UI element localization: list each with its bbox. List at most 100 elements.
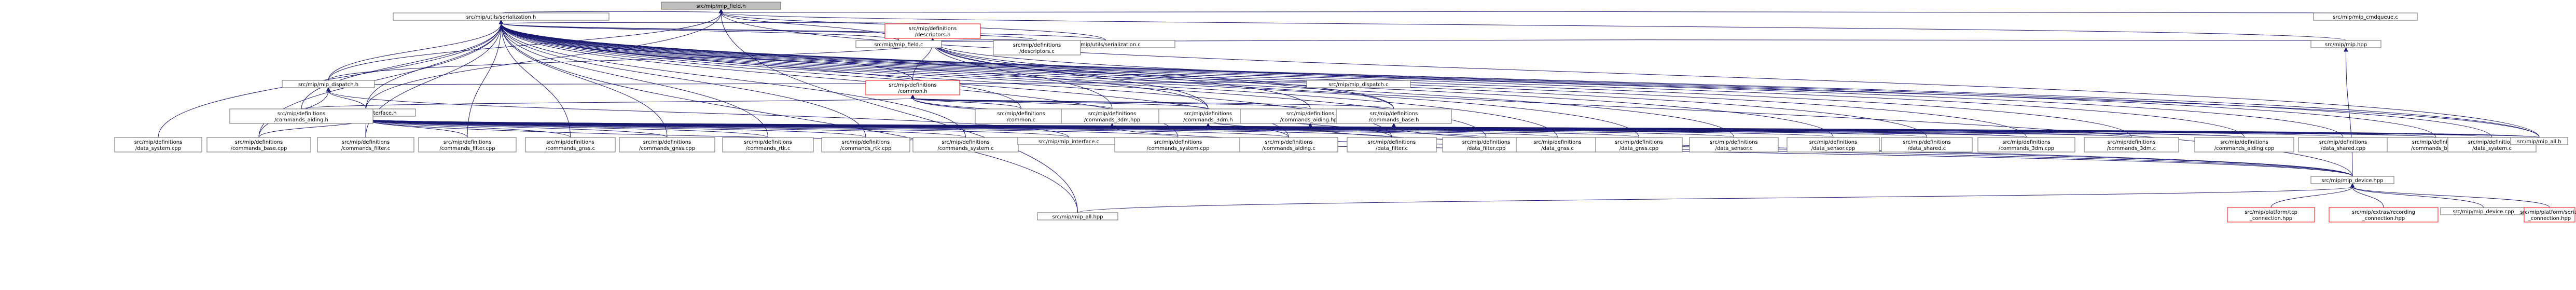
include-edge-cmd_aiding_h-to-ser_h [301,23,502,109]
file-node-dispatch-c[interactable]: src/mip/mip_dispatch.c [1306,80,1411,88]
file-node-label: src/mip/utils/serialization.h [466,15,536,20]
file-node-cmd-aiding-c[interactable]: src/mip/definitions/commands_aiding.c [1239,137,1338,153]
file-node-label: src/mip/mip_device.hpp [2321,178,2383,184]
file-node-box [2329,207,2439,223]
file-node-mip-all-h[interactable]: src/mip/mip_all.h [2510,137,2568,145]
file-node-box [206,137,311,153]
file-node-label: /data_sensor.c [1715,146,1753,151]
file-node-dispatch-h[interactable]: src/mip/mip_dispatch.h [282,80,375,88]
file-node-label: /data_shared.c [1908,146,1946,151]
file-node-device-hpp[interactable]: src/mip/mip_device.hpp [2310,176,2394,184]
file-node-descr-h[interactable]: src/mip/definitions/descriptors.h [884,23,981,39]
file-node-label: src/mip/definitions [1615,140,1663,145]
include-edge-cmd_3dm_cpp-to-cmd_3dm_hpp [1112,126,2027,138]
file-node-box [2227,207,2315,223]
file-node-cmd-gnss-cpp[interactable]: src/mip/definitions/commands_gnss.cpp [619,137,715,153]
file-node-data-shared-c[interactable]: src/mip/definitions/data_shared.c [1881,137,1973,153]
file-node-cmdq[interactable]: src/mip/mip_cmdqueue.c [2313,12,2418,21]
file-node-common-c[interactable]: src/mip/definitions/common.c [975,108,1068,124]
include-edge-data_sensor_cpp-to-ser_h [501,23,1834,138]
include-edge-cmd_system_c-to-ser_h [501,23,966,138]
file-node-box [884,23,981,39]
file-node-cmd-rtk-c[interactable]: src/mip/definitions/commands_rtk.c [722,137,814,153]
file-node-label: /data_gnss.cpp [1619,146,1658,151]
file-node-label: /commands_base.cpp [231,146,287,151]
include-edge-cmd_base_c-to-ser_h [501,23,2436,138]
file-node-root[interactable]: src/mip/mip_field.h [661,2,781,10]
include-edge-data_system_cpp-to-ser_h [158,23,502,138]
file-node-data-filter-cpp[interactable]: src/mip/definitions/data_filter.cpp [1442,137,1530,153]
file-node-label: src/mip/mip_all.hpp [1052,214,1103,220]
file-node-data-system-cpp[interactable]: src/mip/definitions/data_system.cpp [114,137,202,153]
include-edge-cmd_filter_c-to-ser_h [365,23,502,138]
arrowhead-device_hpp-to-mip_hpp [2344,47,2348,52]
file-node-cmd-3dm-c[interactable]: src/mip/definitions/commands_3dm.c [2084,137,2179,153]
file-node-box [1786,137,1880,153]
include-edge-cmd_gnss_c-to-iface_h [366,119,571,138]
include-edge-data_sensor_c-to-ser_h [501,23,1734,138]
file-node-label: src/mip/definitions [2319,140,2367,145]
file-node-cmd-base-cpp[interactable]: src/mip/definitions/commands_base.cpp [206,137,311,153]
file-node-label: /commands_system.c [937,146,993,151]
file-node-cmd-filter-cpp[interactable]: src/mip/definitions/commands_filter.cpp [418,137,517,153]
file-node-rec-hpp[interactable]: src/mip/extras/recording_connection.hpp [2329,207,2439,223]
file-node-box [855,40,942,48]
file-node-device-cpp[interactable]: src/mip/mip_device.cpp [2440,207,2527,215]
file-node-data-gnss-c[interactable]: src/mip/definitions/data_gnss.c [1516,137,1599,153]
file-node-data-sensor-cpp[interactable]: src/mip/definitions/data_sensor.cpp [1786,137,1880,153]
file-node-cmd-3dm-hpp[interactable]: src/mip/definitions/commands_3dm.hpp [1061,108,1164,124]
file-node-label: src/mip/definitions [278,111,326,117]
file-node-label: src/mip/utils/serialization.c [1071,42,1141,48]
file-node-label: src/mip/definitions [1184,111,1232,117]
file-node-box [282,80,375,88]
include-edge-dispatch_c-to-dispatch_h [328,80,1359,85]
arrowhead-device_hpp-to-cmd_aiding_hpp [1308,122,1313,128]
file-node-data-sensor-c[interactable]: src/mip/definitions/data_sensor.c [1689,137,1779,153]
file-node-cmd-aiding-h[interactable]: src/mip/definitions/commands_aiding.h [229,108,373,124]
file-node-label: src/mip/definitions [643,140,691,145]
include-edge-cmd_gnss_cpp-to-ser_h [501,23,668,138]
file-node-descr-c[interactable]: src/mip/definitions/descriptors.c [993,40,1081,56]
file-node-tcp-hpp[interactable]: src/mip/platform/tcp_connection.hpp [2227,207,2315,223]
file-node-cmd-rtk-cpp[interactable]: src/mip/definitions/commands_rtk.cpp [821,137,910,153]
file-node-label: /data_shared.cpp [2321,146,2365,151]
file-node-label: src/mip/definitions [889,82,937,88]
file-node-box [1037,212,1118,220]
file-node-cmd-system-c[interactable]: src/mip/definitions/commands_system.c [912,137,1019,153]
include-edge-cmd_base_h-to-common_h [912,98,1394,109]
file-node-data-gnss-cpp[interactable]: src/mip/definitions/data_gnss.cpp [1595,137,1683,153]
file-node-cmd-gnss-c[interactable]: src/mip/definitions/commands_gnss.c [525,137,616,153]
include-edge-cmd_filter_cpp-to-ser_h [467,23,502,138]
include-edge-cmd_aiding_cpp-to-cmd_aiding_hpp [1310,126,2245,138]
file-node-box [1689,137,1779,153]
file-node-box [722,137,814,153]
file-node-mip-hpp[interactable]: src/mip/mip.hpp [2310,40,2381,48]
file-node-label: src/mip/definitions [1809,140,1858,145]
file-node-field-c[interactable]: src/mip/mip_field.c [855,40,942,48]
file-node-cmd-filter-c[interactable]: src/mip/definitions/commands_filter.c [317,137,414,153]
file-node-box [317,137,414,153]
file-node-label: src/mip/mip_field.h [696,4,745,9]
file-node-label: /data_sensor.cpp [1811,146,1855,151]
file-node-data-system-c[interactable]: src/mip/definitions/data_system.c [2447,137,2537,153]
file-node-data-filter-c[interactable]: src/mip/definitions/data_filter.c [1347,137,1437,153]
include-edge-cmd_3dm_hpp-to-descr_h [932,41,1113,109]
file-node-label: /commands_rtk.cpp [840,146,892,151]
file-node-cmd-aiding-cpp[interactable]: src/mip/definitions/commands_aiding.cpp [2194,137,2294,153]
file-node-mip-all-hpp[interactable]: src/mip/mip_all.hpp [1037,212,1118,220]
file-node-iface-c[interactable]: src/mip/mip_interface.c [1017,137,1120,145]
file-node-cmd-system-cpp[interactable]: src/mip/definitions/commands_system.cpp [1114,137,1242,153]
arrowhead-mip_all_h-to-cmd_3dm_h [1206,122,1211,128]
file-node-cmd-3dm-cpp[interactable]: src/mip/definitions/commands_3dm.cpp [1977,137,2075,153]
include-edge-mip_all_hpp-to-device_hpp [1077,186,2353,213]
file-node-label: src/mip/definitions [235,140,283,145]
file-node-box [821,137,910,153]
include-edge-mip_all_h-to-root [721,12,2540,138]
file-node-serial-hpp[interactable]: src/mip/platform/serial_connection.hpp [2520,207,2576,223]
file-node-data-shared-cpp[interactable]: src/mip/definitions/data_shared.cpp [2298,137,2388,153]
file-node-common-h[interactable]: src/mip/definitions/common.h [865,80,960,95]
file-node-ser-h[interactable]: src/mip/utils/serialization.h [393,12,610,21]
file-node-label: /descriptors.h [915,32,951,38]
file-node-cmd-base-h[interactable]: src/mip/definitions/commands_base.h [1336,108,1452,124]
arrowhead-device_hpp-to-cmd_base_h [1391,122,1396,128]
